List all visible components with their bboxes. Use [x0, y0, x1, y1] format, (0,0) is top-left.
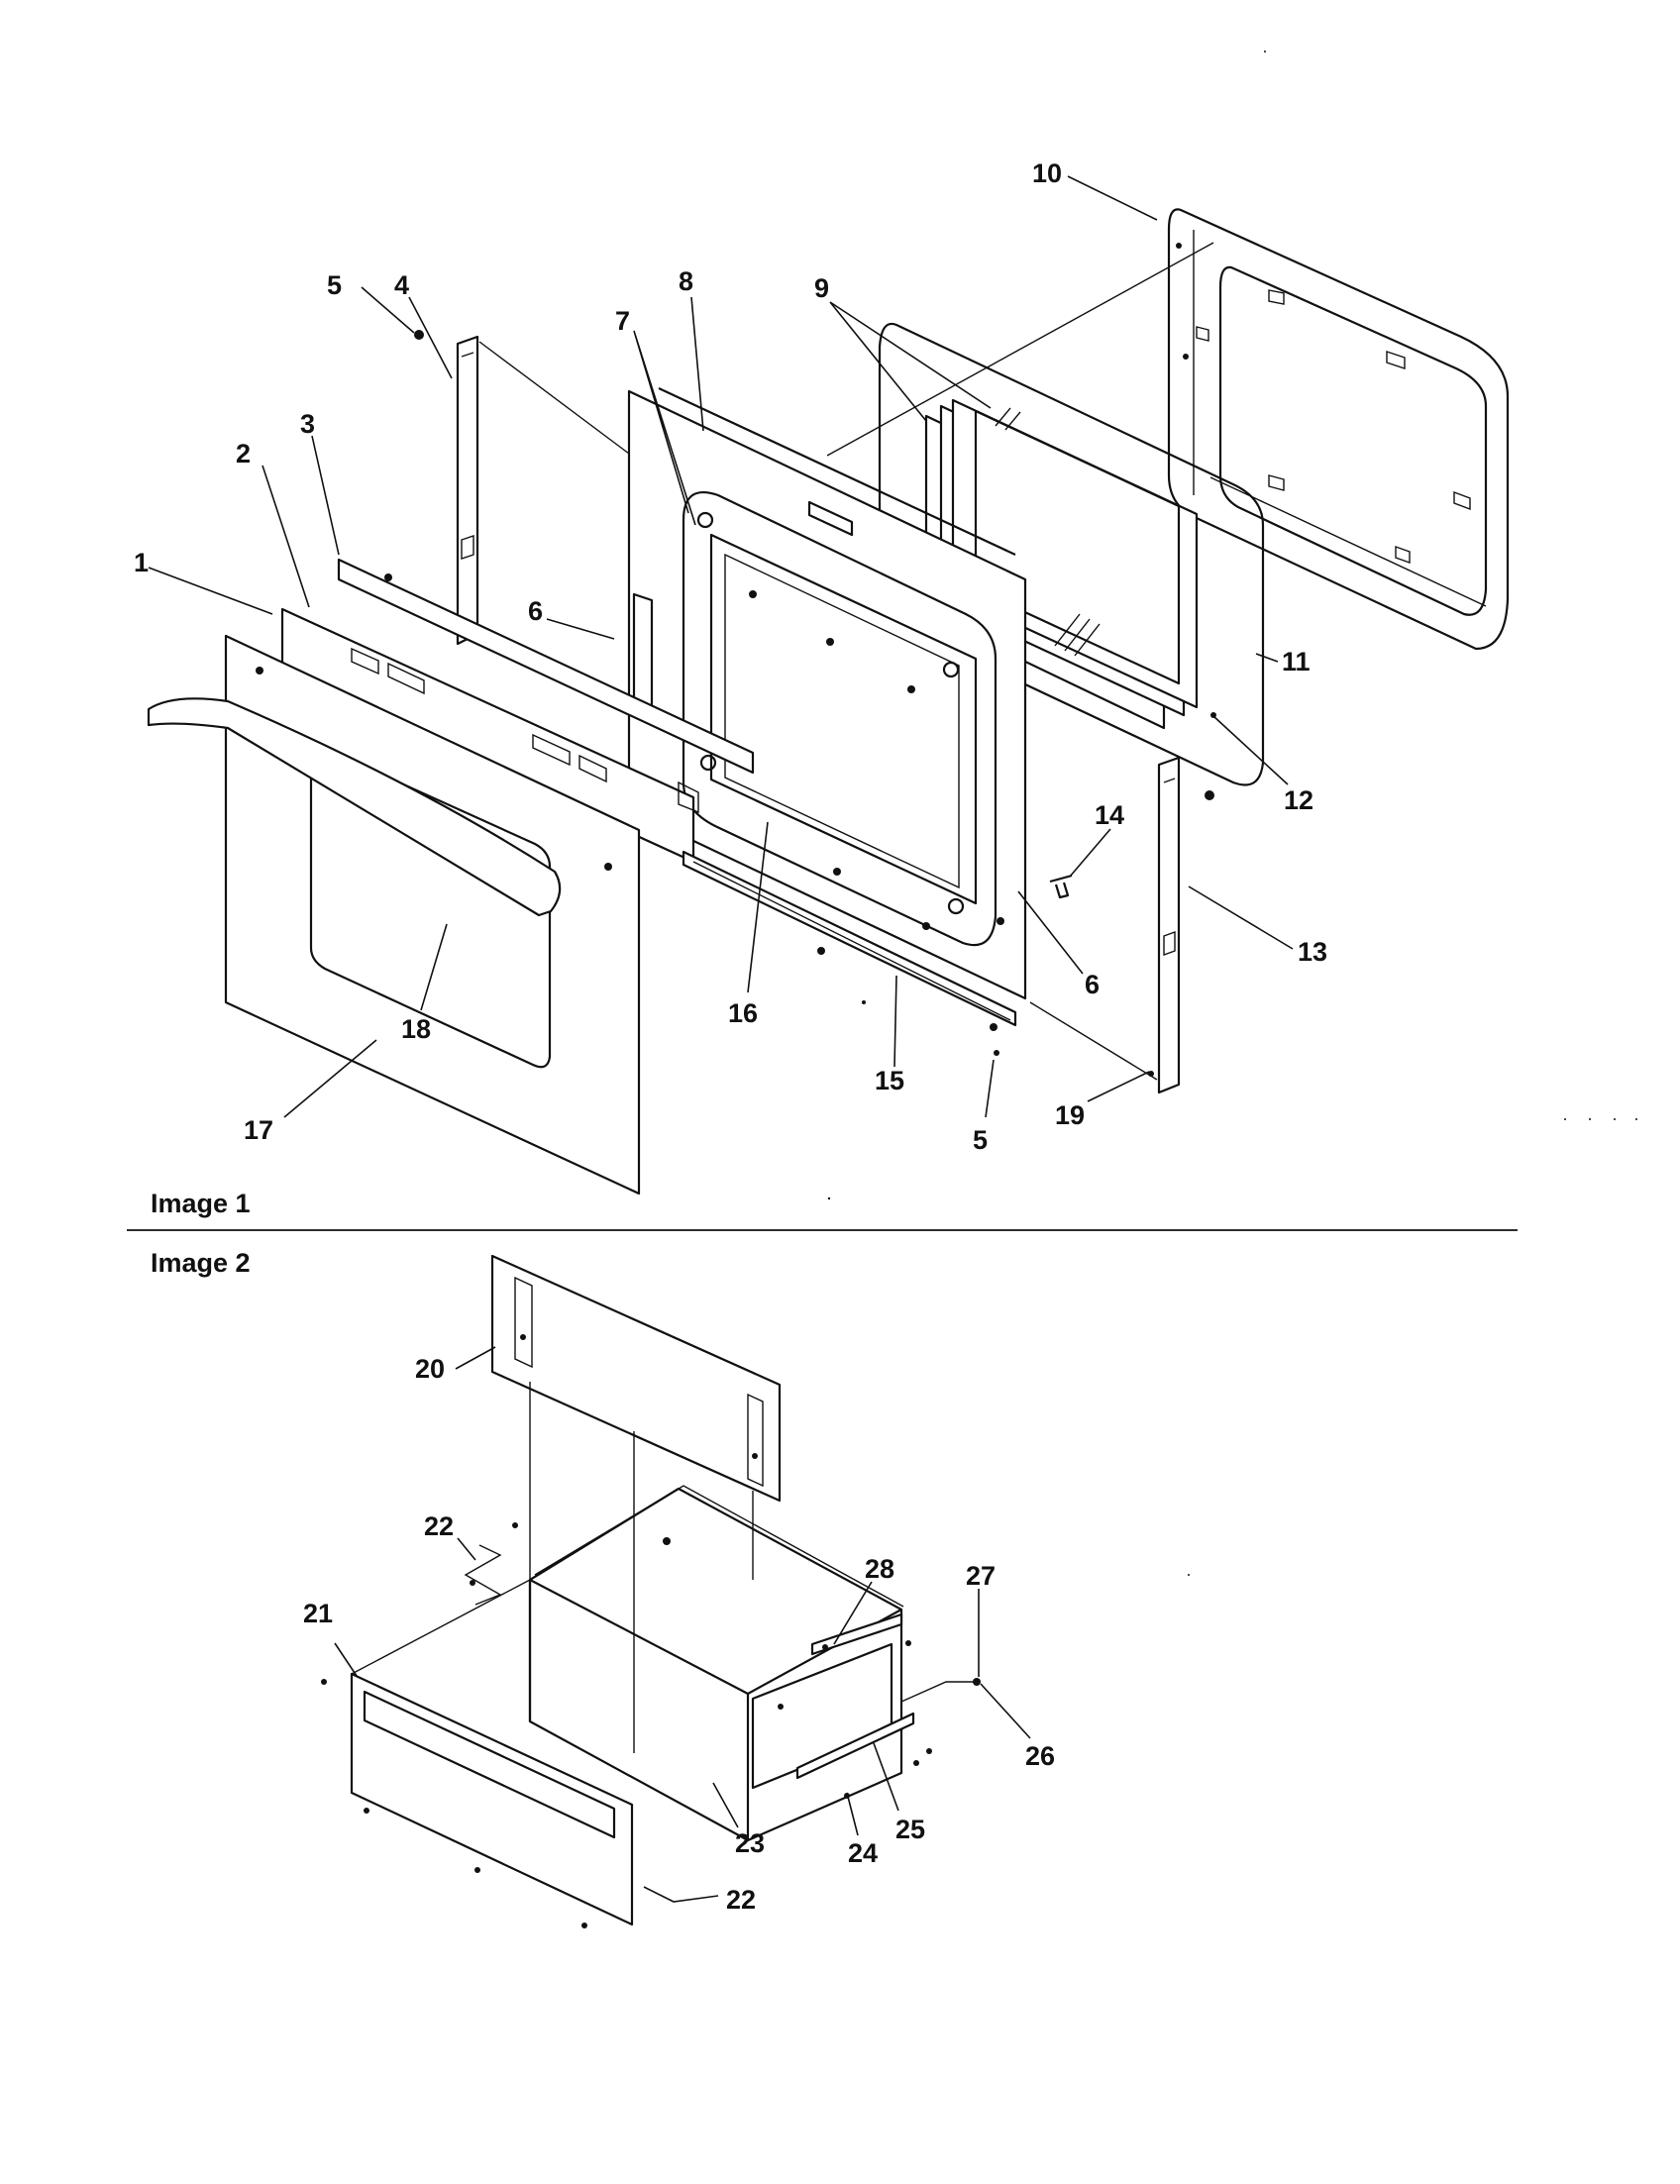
- screws-image-1: [384, 330, 1214, 1077]
- callout-23: 23: [735, 1828, 765, 1858]
- callout-26: 26: [1025, 1741, 1055, 1771]
- callout-14: 14: [1095, 800, 1124, 830]
- callout-24: 24: [848, 1838, 878, 1868]
- part-4-left-hinge: [456, 335, 479, 646]
- assembly-lines-image-1: [478, 242, 1214, 1081]
- callout-20: 20: [415, 1354, 445, 1384]
- part-25-slide-rail: [751, 1642, 915, 1790]
- image-2-storage-drawer-assembly: Image 2: [151, 1248, 1055, 1928]
- callout-15: 15: [875, 1066, 904, 1095]
- callout-2: 2: [236, 439, 251, 468]
- callout-27: 27: [966, 1561, 996, 1591]
- part-9-glass-assembly: [924, 398, 1216, 730]
- part-21-drawer-front: [350, 1672, 634, 1926]
- callout-11: 11: [1282, 647, 1311, 676]
- callout-28: 28: [865, 1554, 894, 1584]
- callout-22-top: 22: [424, 1511, 454, 1541]
- leader-lines-image-1: [148, 175, 1294, 1118]
- callout-labels-image-2: 20 21 22 22 23 24 25 26 27 28: [303, 1354, 1055, 1915]
- screws-image-2: [321, 1522, 981, 1928]
- callout-13: 13: [1298, 937, 1327, 967]
- callout-19: 19: [1055, 1100, 1085, 1130]
- callout-21: 21: [303, 1599, 333, 1628]
- callout-labels-image-1: 1 2 3 4 5 5 6 6 7 8 9 10 11 12 13 14 15 …: [134, 158, 1327, 1155]
- callout-10: 10: [1032, 158, 1062, 188]
- callout-22-bottom: 22: [726, 1885, 756, 1915]
- callout-3: 3: [300, 409, 315, 439]
- callout-4: 4: [394, 270, 409, 300]
- part-14-hinge-pin: [1049, 874, 1073, 899]
- image-1-oven-door-assembly: 1 2 3 4 5 5 6 6 7 8 9 10 11 12 13 14 15 …: [134, 158, 1510, 1218]
- part-20-drawer-back-panel: [490, 1254, 782, 1503]
- part-10-door-frame: [1167, 208, 1510, 651]
- image-2-caption: Image 2: [151, 1248, 251, 1278]
- callout-5-bottom: 5: [973, 1125, 988, 1155]
- callout-1: 1: [134, 548, 149, 577]
- callout-25: 25: [895, 1815, 925, 1844]
- part-18-door-handle: [147, 697, 562, 917]
- callout-9: 9: [814, 273, 829, 303]
- callout-17: 17: [244, 1115, 273, 1145]
- assembly-lines-image-2: [351, 1382, 976, 1753]
- callout-8: 8: [679, 266, 693, 296]
- callout-6-right: 6: [1085, 970, 1100, 999]
- leader-lines-image-2: [334, 1346, 1031, 1903]
- image-1-caption: Image 1: [151, 1189, 251, 1218]
- part-8-inner-door-panel: [627, 387, 1027, 1000]
- callout-16: 16: [728, 998, 758, 1028]
- scan-specks: [827, 51, 1637, 1576]
- callout-5-top: 5: [327, 270, 342, 300]
- callout-6-left: 6: [528, 596, 543, 626]
- part-3-trim-strip: [337, 558, 755, 775]
- callout-12: 12: [1284, 785, 1313, 815]
- part-13-right-hinge: [1157, 756, 1181, 1094]
- callout-7: 7: [615, 306, 630, 336]
- callout-18: 18: [401, 1014, 431, 1044]
